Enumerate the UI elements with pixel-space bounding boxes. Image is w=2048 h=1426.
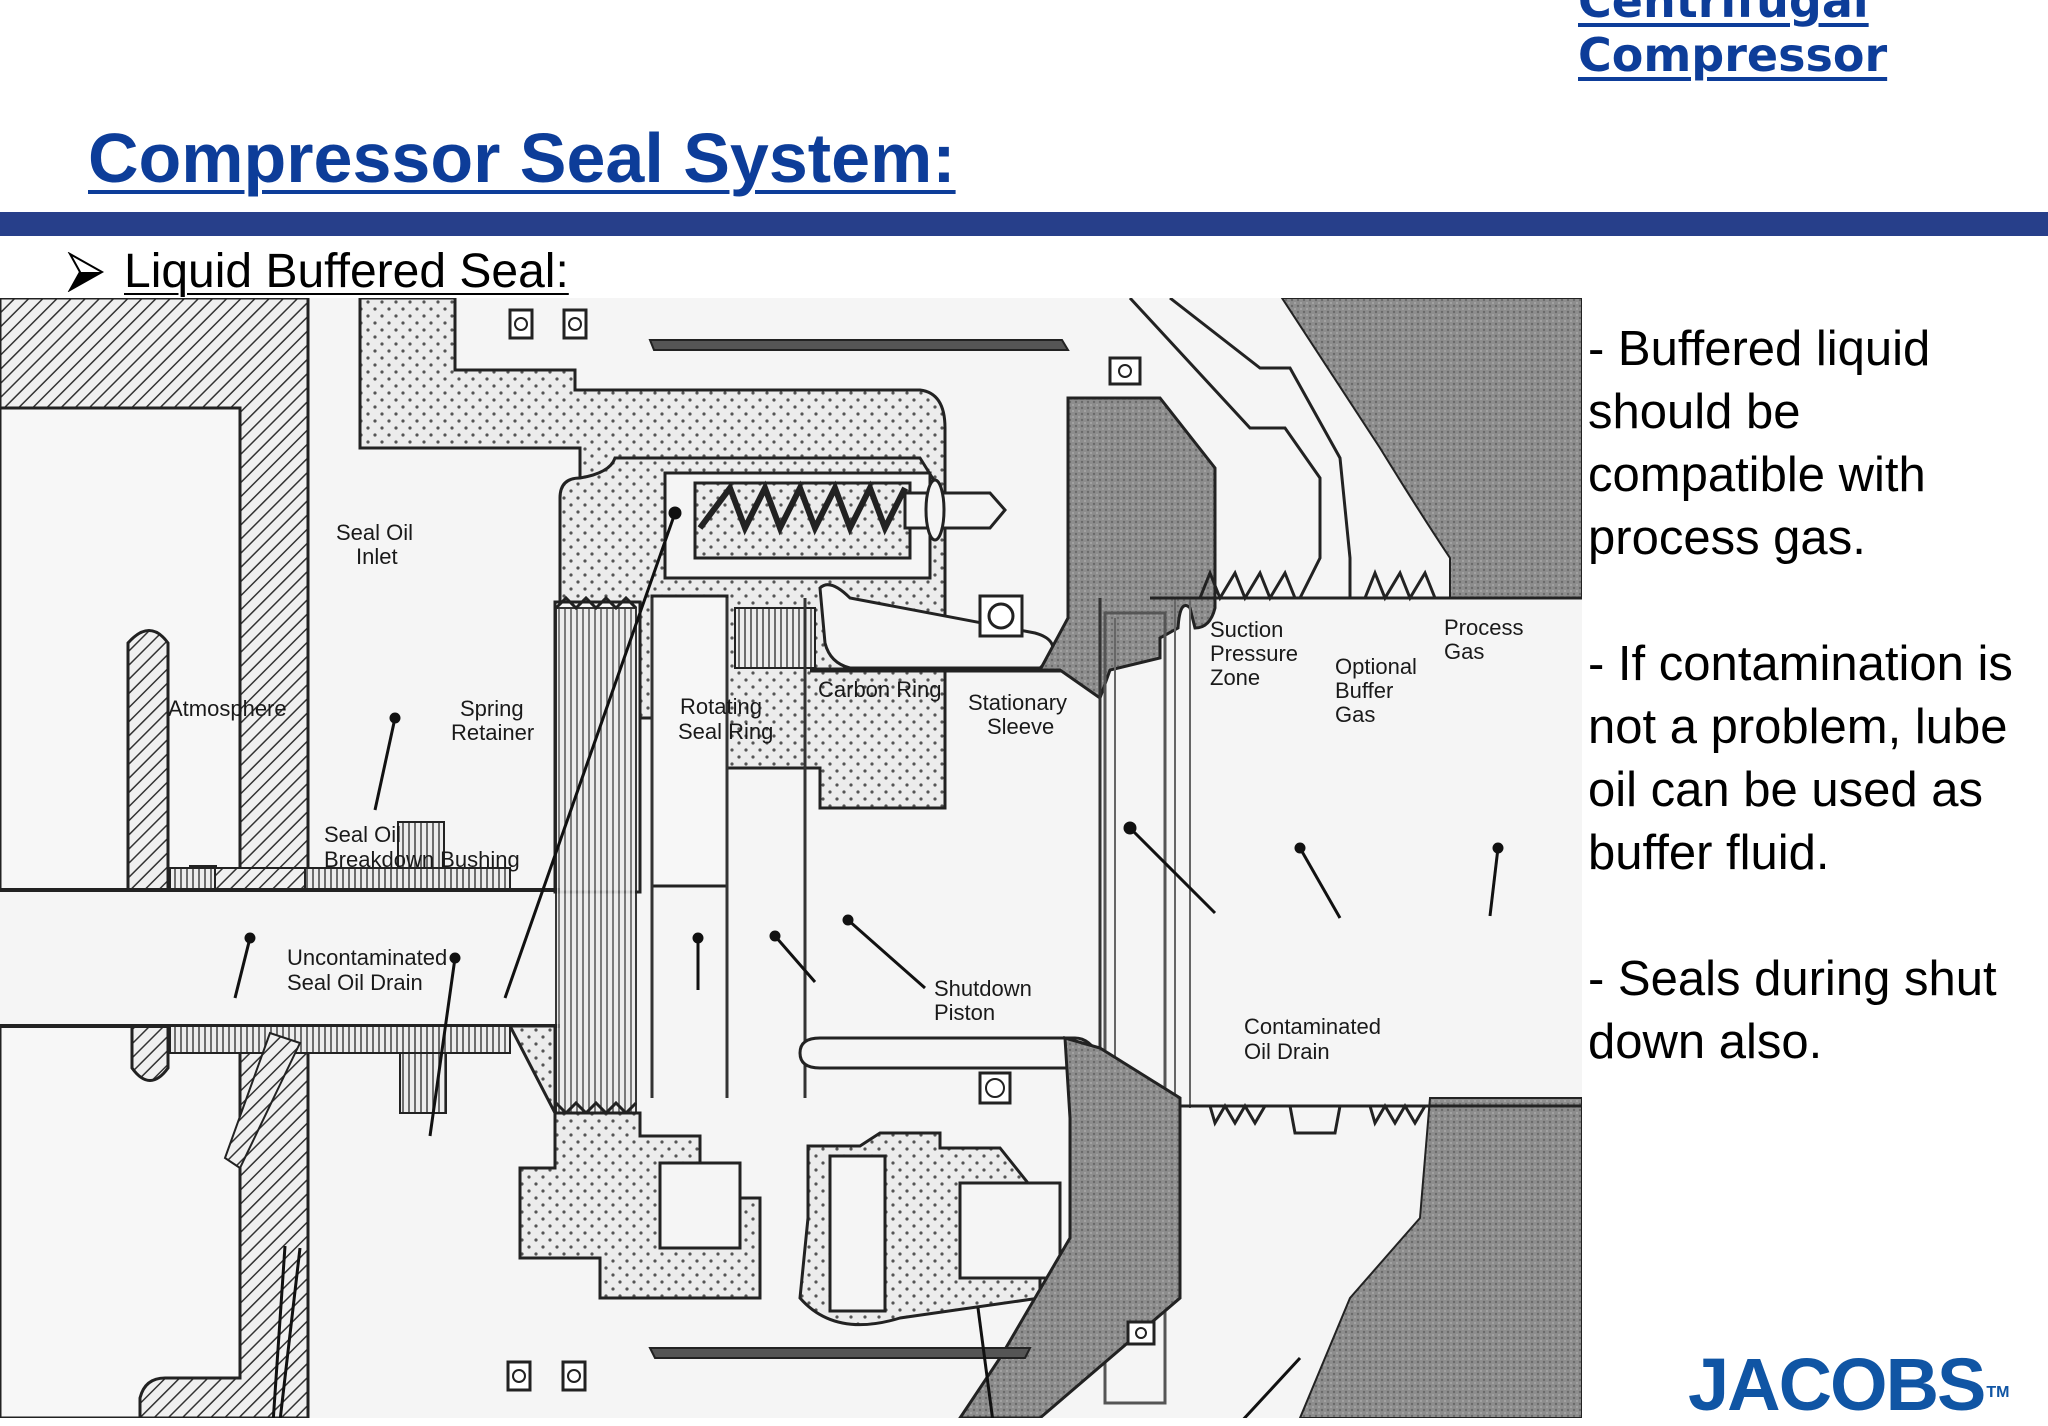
section-label: Liquid Buffered Seal: <box>124 245 569 298</box>
label-seal-oil-inlet-2: Inlet <box>356 544 398 569</box>
seal-cross-section-diagram: Seal Oil Inlet Atmosphere Spring Retaine… <box>0 298 1582 1418</box>
diagram-drawing: Seal Oil Inlet Atmosphere Spring Retaine… <box>0 298 1582 1418</box>
page-title: Compressor Seal System: <box>88 119 956 197</box>
label-uncontaminated-seal-oil-drain-2: Seal Oil Drain <box>287 970 423 995</box>
label-seal-oil-breakdown-bushing-2: Breakdown Bushing <box>324 847 520 872</box>
label-optional-buffer-gas: Optional <box>1335 654 1417 679</box>
label-optional-buffer-gas-2: Buffer <box>1335 678 1393 703</box>
label-seal-oil-breakdown-bushing: Seal Oil <box>324 822 401 847</box>
notes-panel: - Buffered liquid should be compatible w… <box>1588 318 2048 1137</box>
label-shutdown-piston-2: Piston <box>934 1000 995 1025</box>
label-carbon-ring: Carbon Ring <box>818 677 942 702</box>
label-process-gas: Process <box>1444 615 1523 640</box>
label-spring-retainer-2: Retainer <box>451 720 534 745</box>
label-atmosphere: Atmosphere <box>168 696 287 721</box>
corner-section-title: Centrifugal Compressor <box>1578 0 1890 82</box>
corner-title-line-2: Compressor <box>1578 28 1888 82</box>
label-suction-pressure-zone-2: Pressure <box>1210 641 1298 666</box>
label-shutdown-piston: Shutdown <box>934 976 1032 1001</box>
logo-trademark: TM <box>1986 1384 2010 1401</box>
label-stationary-sleeve-2: Sleeve <box>987 714 1054 739</box>
label-suction-pressure-zone: Suction <box>1210 617 1283 642</box>
label-rotating-seal-ring-2: Seal Ring <box>678 719 773 744</box>
label-rotating-seal-ring: Rotating <box>680 694 762 719</box>
label-optional-buffer-gas-3: Gas <box>1335 702 1375 727</box>
label-stationary-sleeve: Stationary <box>968 690 1067 715</box>
note-contamination: - If contamination is not a problem, lub… <box>1588 637 2013 880</box>
note-buffered-liquid: - Buffered liquid should be compatible w… <box>1588 322 1931 565</box>
label-spring-retainer: Spring <box>460 696 524 721</box>
label-contaminated-oil-drain: Contaminated <box>1244 1014 1381 1039</box>
corner-title-line-1: Centrifugal <box>1578 0 1869 28</box>
note-shutdown: - Seals during shut down also. <box>1588 952 1997 1069</box>
header-divider-bar <box>0 212 2048 236</box>
label-uncontaminated-seal-oil-drain: Uncontaminated <box>287 945 447 970</box>
label-contaminated-oil-drain-2: Oil Drain <box>1244 1039 1330 1064</box>
logo-text: JACOBS <box>1688 1343 1986 1426</box>
label-seal-oil-inlet: Seal Oil <box>336 520 413 545</box>
label-process-gas-2: Gas <box>1444 639 1484 664</box>
label-suction-pressure-zone-3: Zone <box>1210 665 1260 690</box>
arrowhead-bullet-icon <box>67 251 105 292</box>
section-bullet: Liquid Buffered Seal: <box>66 244 569 299</box>
